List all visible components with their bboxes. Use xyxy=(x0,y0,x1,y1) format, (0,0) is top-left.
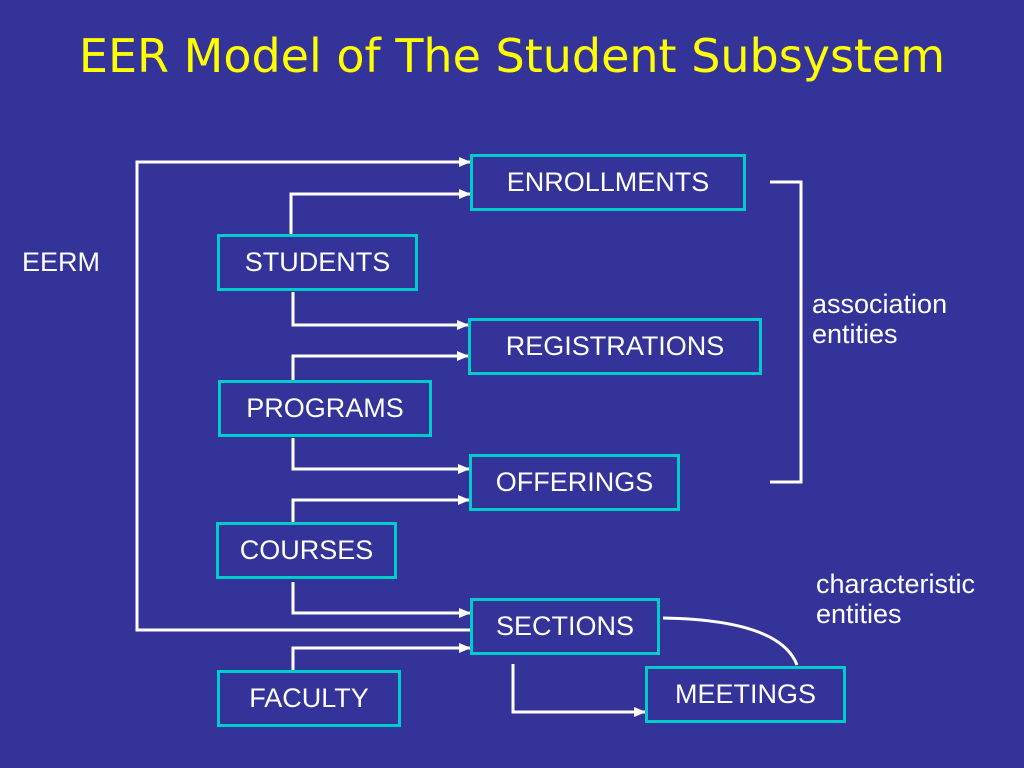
association-label-line1: association xyxy=(812,289,948,319)
connector-programs-offerings xyxy=(291,438,470,474)
entity-students: STUDENTS xyxy=(217,234,418,291)
entity-enrollments: ENROLLMENTS xyxy=(470,154,746,211)
entity-courses: COURSES xyxy=(216,522,397,579)
entity-meetings-label: MEETINGS xyxy=(674,679,816,709)
entity-courses-label: COURSES xyxy=(239,535,374,565)
connector-programs-registrations xyxy=(291,351,469,380)
entity-registrations: REGISTRATIONS xyxy=(468,318,762,375)
entity-students-label: STUDENTS xyxy=(244,247,391,277)
characteristic-label-line1: characteristic xyxy=(816,569,976,599)
eerm-label: EERM xyxy=(22,247,101,277)
characteristic-label-line2: entities xyxy=(816,599,902,629)
connector-students-registrations xyxy=(291,292,469,330)
entity-faculty: FACULTY xyxy=(217,670,401,727)
connector-courses-offerings xyxy=(291,495,470,522)
slide-title: EER Model of The Student Subsystem xyxy=(78,29,946,83)
entity-faculty-label: FACULTY xyxy=(249,683,369,713)
entity-meetings: MEETINGS xyxy=(645,666,846,723)
association-entities-label: association entities xyxy=(812,288,947,350)
entity-sections-label: SECTIONS xyxy=(495,611,635,641)
connector-eerm-outer xyxy=(135,157,471,632)
entity-enrollments-label: ENROLLMENTS xyxy=(506,167,710,197)
entity-sections: SECTIONS xyxy=(470,598,660,655)
entity-programs: PROGRAMS xyxy=(218,380,432,437)
entity-offerings: OFFERINGS xyxy=(469,454,680,511)
association-bracket xyxy=(770,180,803,484)
characteristic-curve xyxy=(662,616,799,666)
connector-sections-meetings xyxy=(511,664,646,717)
association-label-line2: entities xyxy=(812,319,898,349)
entity-registrations-label: REGISTRATIONS xyxy=(505,331,725,361)
entity-programs-label: PROGRAMS xyxy=(246,393,404,423)
connector-students-enrollments xyxy=(289,189,471,234)
entity-offerings-label: OFFERINGS xyxy=(495,467,654,497)
connector-courses-sections xyxy=(291,582,471,618)
connector-faculty-sections xyxy=(291,643,471,670)
characteristic-entities-label: characteristic entities xyxy=(816,568,975,630)
